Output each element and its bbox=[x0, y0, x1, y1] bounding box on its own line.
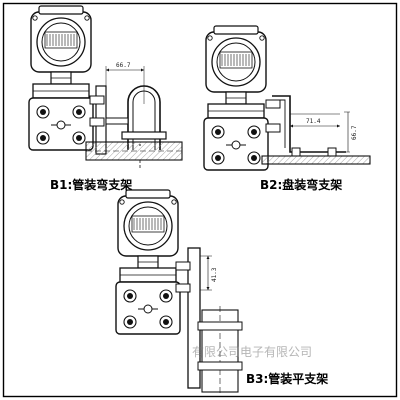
caption-b2: B2:盘装弯支架 bbox=[260, 178, 343, 192]
b3-dimension-label: 41.3 bbox=[211, 267, 218, 282]
watermark-text: 有限公司电子有限公司 bbox=[192, 345, 313, 359]
figure-b2-panel-bent-bracket: 71.4 66.7 bbox=[203, 25, 371, 171]
caption-b1: B1:管装弯支架 bbox=[50, 178, 133, 192]
figure-b3-pipe-flat-bracket: 41.3 bbox=[115, 189, 243, 394]
caption-b3: B3:管装平支架 bbox=[246, 372, 329, 386]
b2-vertical-dimension-label: 66.7 bbox=[351, 125, 358, 140]
figure-b1-pipe-bent-bracket: 66.7 bbox=[28, 5, 183, 170]
b1-dimension-label: 66.7 bbox=[116, 62, 131, 69]
b2-horizontal-dimension-label: 71.4 bbox=[306, 118, 321, 125]
